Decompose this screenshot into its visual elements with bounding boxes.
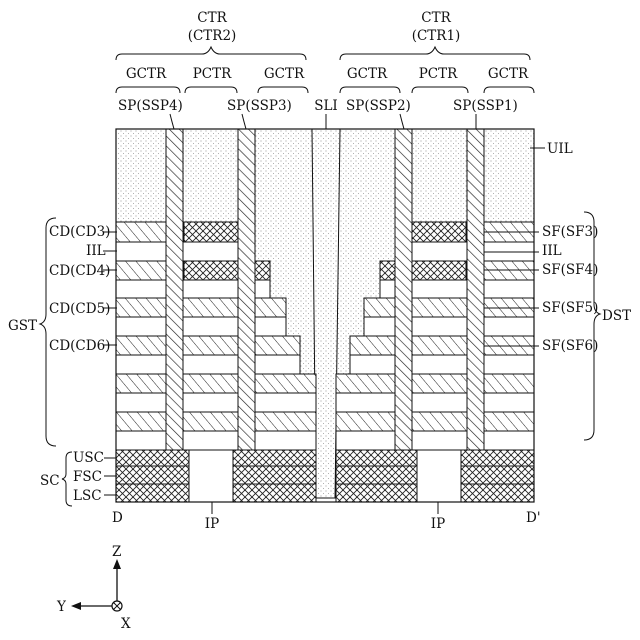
gst-brace bbox=[40, 218, 56, 446]
ctr-right-sub: (CTR1) bbox=[412, 28, 461, 44]
axis-indicator bbox=[71, 559, 122, 611]
dst-brace bbox=[584, 212, 600, 440]
iil-right-label: IIL bbox=[542, 243, 562, 259]
fsc-label: FSC bbox=[73, 469, 102, 485]
dst-label: DST bbox=[602, 308, 631, 324]
ip-opening-right bbox=[417, 450, 461, 502]
gctr-label-2: GCTR bbox=[264, 66, 305, 82]
top-braces bbox=[116, 47, 534, 93]
y-arrow-icon bbox=[71, 602, 81, 610]
z-arrow-icon bbox=[113, 559, 121, 569]
cd5-label: CD(CD5) bbox=[49, 301, 110, 317]
ip-right-label: IP bbox=[431, 516, 445, 532]
sc-label: SC bbox=[40, 473, 60, 489]
gctr-label-4: GCTR bbox=[488, 66, 529, 82]
gst-label: GST bbox=[8, 318, 37, 334]
pctr-label-2: PCTR bbox=[419, 66, 458, 82]
uil-label: UIL bbox=[547, 141, 573, 157]
sf4-label: SF(SF4) bbox=[542, 262, 598, 278]
ssp3-label: SP(SSP3) bbox=[227, 98, 292, 114]
d-label: D bbox=[112, 510, 123, 526]
gctr-label-3: GCTR bbox=[347, 66, 388, 82]
pillar-leaders bbox=[170, 114, 476, 129]
sf6-label: SF(SF6) bbox=[542, 338, 598, 354]
pillar-ssp4 bbox=[166, 129, 183, 450]
sf3-label: SF(SF3) bbox=[542, 224, 598, 240]
z-axis-label: Z bbox=[112, 544, 121, 560]
pillar-ssp3 bbox=[238, 129, 255, 450]
ctr-left-sub: (CTR2) bbox=[188, 28, 237, 44]
y-axis-label: Y bbox=[56, 599, 67, 615]
gctr-label-1: GCTR bbox=[126, 66, 167, 82]
ctr-left-label: CTR bbox=[197, 10, 227, 26]
d-prime-label: D' bbox=[526, 510, 541, 526]
ip-left-label: IP bbox=[205, 516, 219, 532]
x-axis-label: X bbox=[121, 616, 131, 632]
ssp1-label: SP(SSP1) bbox=[453, 98, 518, 114]
sc-leaders bbox=[104, 458, 117, 495]
cd6-label: CD(CD6) bbox=[49, 338, 110, 354]
sf5-label: SF(SF5) bbox=[542, 300, 598, 316]
ssp4-label: SP(SSP4) bbox=[118, 98, 183, 114]
sc-brace bbox=[62, 452, 72, 506]
cd4-label: CD(CD4) bbox=[49, 263, 110, 279]
iil-left-label: IIL bbox=[86, 243, 106, 259]
ip-opening-left bbox=[189, 450, 233, 502]
sli-label: SLI bbox=[314, 98, 338, 114]
lsc-label: LSC bbox=[73, 488, 102, 504]
cd3-label: CD(CD3) bbox=[49, 224, 110, 240]
ctr-right-label: CTR bbox=[421, 10, 451, 26]
pillar-ssp2 bbox=[395, 129, 412, 450]
ip-leaders bbox=[212, 502, 438, 514]
pctr-label-1: PCTR bbox=[193, 66, 232, 82]
usc-label: USC bbox=[73, 450, 104, 466]
pillar-ssp1 bbox=[467, 129, 484, 450]
ssp2-label: SP(SSP2) bbox=[346, 98, 411, 114]
